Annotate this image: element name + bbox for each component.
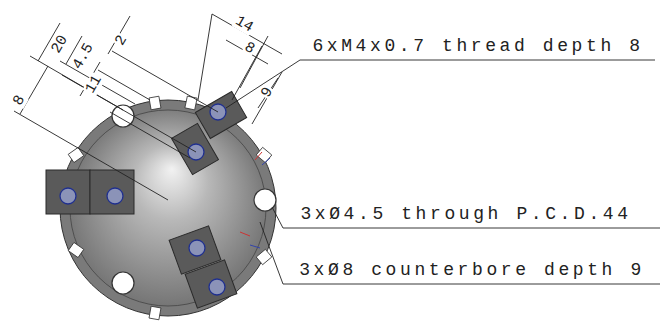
hole-note: 3xØ8 counterbore depth 9: [297, 261, 647, 279]
dimension-value: 9: [259, 83, 277, 100]
through-holes: [112, 105, 276, 294]
center-marks: [240, 152, 270, 248]
dimension-value: 2: [113, 31, 131, 48]
mounting-blocks: [46, 92, 247, 309]
dimension-value: 8: [241, 39, 258, 57]
body-disc: [70, 110, 266, 306]
hole-note: 3xØ4.5 through P.C.D.44: [298, 205, 633, 223]
rim-notches: [68, 96, 272, 320]
dimension-value: 11: [82, 72, 105, 97]
dimension-value: 14: [232, 13, 257, 36]
leader-lines: [226, 60, 660, 284]
dimension-lines: [14, 14, 282, 200]
outer-ring: [60, 100, 276, 316]
threaded-holes: [60, 104, 226, 295]
dimension-value: 4.5: [70, 40, 97, 73]
hole-note: 6xM4x0.7 thread depth 8: [310, 37, 645, 55]
dimension-value: 8: [11, 91, 29, 108]
dimension-value: 20: [48, 32, 71, 57]
